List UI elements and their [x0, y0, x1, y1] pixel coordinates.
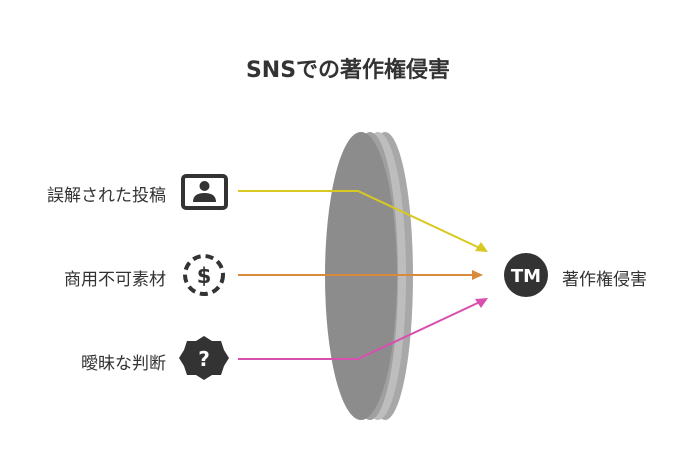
arrowhead-1 — [475, 242, 488, 252]
output-label: 著作権侵害 — [562, 270, 647, 290]
input-label-3: 曖昧な判断 — [81, 354, 166, 374]
svg-text:?: ? — [198, 347, 210, 371]
trademark-icon: TM — [504, 253, 548, 297]
input-label-1: 誤解された投稿 — [47, 186, 166, 206]
diagram-title: SNSでの著作権侵害 — [245, 58, 451, 83]
svg-text:$: $ — [197, 264, 212, 288]
connector-line-1 — [238, 190, 485, 251]
input-label-2: 商用不可素材 — [64, 270, 166, 290]
arrowhead-2 — [472, 270, 483, 280]
dollar-dashed-circle-icon: $ — [183, 254, 225, 296]
trademark-icon-text: TM — [511, 266, 541, 287]
portrait-frame-icon — [181, 174, 228, 210]
connector-line-3 — [238, 299, 485, 360]
question-badge-icon: ? — [179, 336, 229, 380]
arrowhead-3 — [475, 298, 488, 308]
